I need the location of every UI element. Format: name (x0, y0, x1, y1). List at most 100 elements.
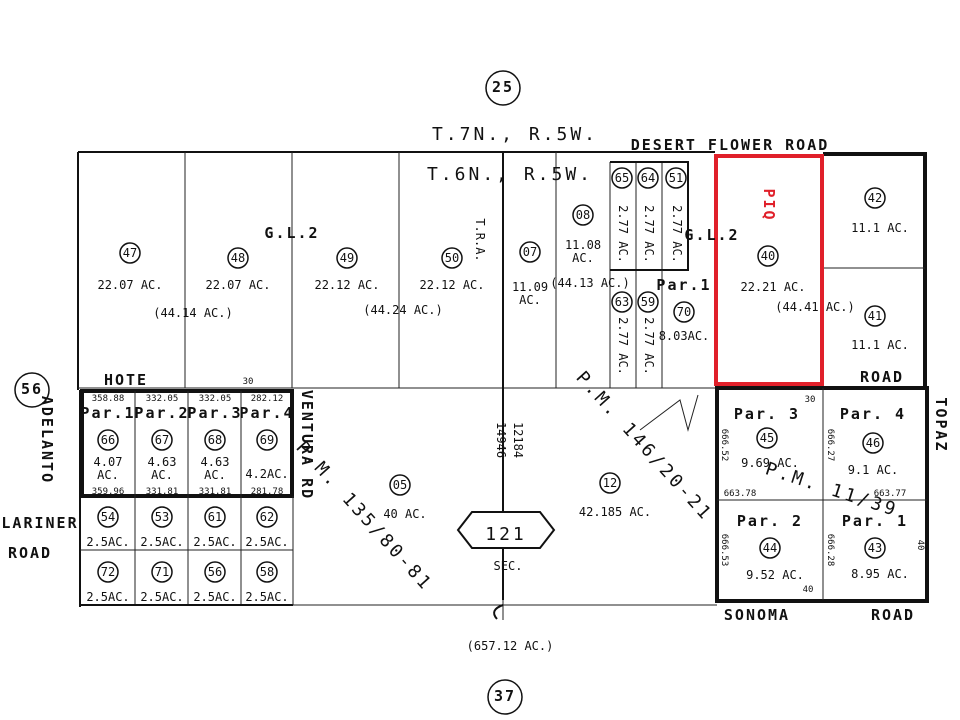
parcel-58-circle (256, 561, 278, 583)
adjoining-map-25: 25 (492, 78, 514, 96)
parcel-50-circle (441, 247, 463, 269)
parcel-area: 4.63 (201, 455, 230, 469)
parcel-42-circle (864, 187, 886, 209)
parcel-area: 22.21 AC. (740, 280, 805, 294)
parcel-41: 41 (868, 309, 882, 323)
parcel-par-label: Par.3 (187, 404, 242, 422)
parcel-46: 46 (866, 436, 880, 450)
parcel-45: 45 (760, 431, 774, 445)
parcel-area: 2.77 AC. (616, 317, 630, 375)
parcel-42: 42 (868, 191, 882, 205)
parcel-65: 65 (615, 171, 629, 185)
parcel-61-circle (204, 506, 226, 528)
parcel-area: 11.09 (512, 280, 548, 294)
parcel-66-circle (97, 429, 119, 451)
parcel-56: 56 (208, 565, 222, 579)
parcel-par-label: Par. 2 (737, 512, 803, 530)
parcel-area: 22.07 AC. (205, 278, 270, 292)
adjoining-map-37: 37 (494, 687, 516, 705)
dimension-label: 666.28 (825, 534, 835, 567)
dimension-label: 666.53 (719, 534, 729, 567)
road-desert-flower: DESERT FLOWER ROAD (631, 136, 830, 154)
parcel-50: 50 (445, 251, 459, 265)
tra-code-1: 12184 (511, 422, 525, 458)
parcel-area: 2.5AC. (245, 535, 288, 549)
parcel-lines (77, 151, 929, 620)
dimension-label: 331.81 (199, 487, 232, 497)
parcel-area: 2.5AC. (86, 535, 129, 549)
parcel-62-circle (256, 506, 278, 528)
parcel-area: 2.5AC. (140, 590, 183, 604)
road-sonoma-road: ROAD (871, 606, 915, 624)
parcel-53: 53 (155, 510, 169, 524)
parcel-area: 11.1 AC. (851, 221, 909, 235)
parcel-67-circle (151, 429, 173, 451)
parcel-05-circle (389, 474, 411, 496)
parcel-56-circle (204, 561, 226, 583)
combined-area: (44.41 AC.) (775, 300, 854, 314)
parcel-08: 08 (576, 208, 590, 222)
road-ventura: VENTURA RD (298, 390, 316, 500)
township-top: T.7N., R.5W. (432, 124, 598, 145)
parcel-49-circle (336, 247, 358, 269)
parcel-49: 49 (340, 251, 354, 265)
parcel-area: 9.1 AC. (848, 463, 899, 477)
parcel-48: 48 (231, 251, 245, 265)
parcel-area-unit: AC. (519, 293, 541, 307)
tra-label: T.R.A. (473, 218, 487, 261)
parcel-area: 9.52 AC. (746, 568, 804, 582)
section-area: (657.12 AC.) (467, 639, 554, 653)
parcel-area-unit: AC. (151, 468, 173, 482)
parcel-64: 64 (641, 171, 655, 185)
parcel-area-unit: AC. (204, 468, 226, 482)
dimension-label: 666.52 (719, 429, 729, 462)
parcel-40-circle (757, 245, 779, 267)
parcel-72: 72 (101, 565, 115, 579)
parcel-51-circle (665, 167, 687, 189)
parcel-43-circle (864, 537, 886, 559)
subject-parcel-highlight[interactable] (714, 154, 824, 386)
gl-left: G.L.2 (264, 224, 319, 242)
dimension-label: 332.05 (199, 394, 232, 404)
parcel-71: 71 (155, 565, 169, 579)
parcel-44-circle (759, 537, 781, 559)
tra-code-2: 14946 (494, 422, 508, 458)
parcel-area: 8.95 AC. (851, 567, 909, 581)
parcel-59: 59 (641, 295, 655, 309)
parcel-46-circle (862, 432, 884, 454)
parcel-64-circle (637, 167, 659, 189)
parcel-44: 44 (763, 541, 777, 555)
parcel-area: 2.5AC. (193, 535, 236, 549)
parcel-area: 2.5AC. (140, 535, 183, 549)
dimension-label: 331.81 (146, 487, 179, 497)
parcel-43: 43 (868, 541, 882, 555)
parcel-63-circle (611, 291, 633, 313)
parcel-area: 8.03AC. (659, 329, 710, 343)
dimension-label: 358.88 (92, 394, 125, 404)
combined-area: (44.24 AC.) (363, 303, 442, 317)
parcel-71-circle (151, 561, 173, 583)
road-topaz: TOPAZ (932, 397, 950, 452)
adjoining-map-37-circle (487, 679, 523, 715)
adjoining-map-25-circle (485, 70, 521, 106)
dimension-label: 663.78 (724, 489, 757, 499)
parcel-07-circle (519, 241, 541, 263)
dimension-label: 30 (805, 395, 816, 405)
dimension-label: 332.05 (146, 394, 179, 404)
parcel-area: 22.12 AC. (314, 278, 379, 292)
combined-area: (44.13 AC.) (550, 276, 629, 290)
parcel-area: 4.63 (148, 455, 177, 469)
parcel-68-circle (204, 429, 226, 451)
parcel-area-unit: AC. (572, 251, 594, 265)
parcel-area-unit: AC. (97, 468, 119, 482)
parcel-58: 58 (260, 565, 274, 579)
dimension-label: 40 (803, 585, 814, 595)
parcel-41-circle (864, 305, 886, 327)
parcel-map-146: P.M. 146/20-21 (571, 367, 716, 525)
section-label: SEC. (494, 559, 523, 573)
parcel-par-label: Par. 3 (734, 405, 800, 423)
dimension-label: 282.12 (251, 394, 284, 404)
parcel-area: 2.77 AC. (642, 317, 656, 375)
adjoining-map-56: 56 (21, 380, 43, 398)
subject-label-piq: PIQ (760, 188, 778, 221)
